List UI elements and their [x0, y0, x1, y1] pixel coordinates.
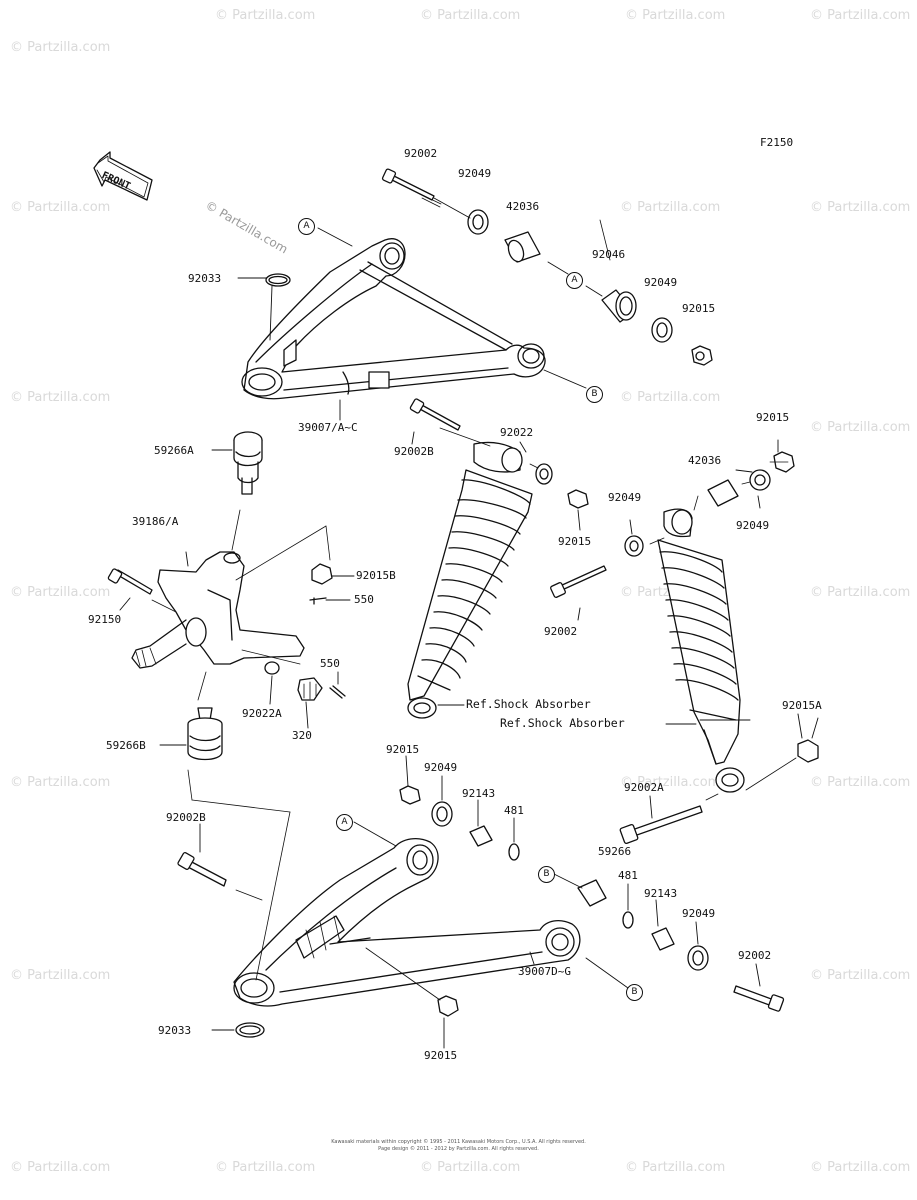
part-label: 42036 [506, 200, 540, 213]
part-label: 481 [618, 869, 638, 882]
watermark: © Partzilla.com [10, 390, 111, 405]
watermark: © Partzilla.com [810, 420, 911, 435]
watermark: © Partzilla.com [810, 200, 911, 215]
part-label: 39186/A [132, 515, 179, 528]
part-label: 92150 [88, 613, 122, 626]
footer-line: Kawasaki materials within copyright © 19… [331, 1139, 586, 1145]
part-label: 320 [292, 729, 312, 742]
part-label: 550 [320, 657, 340, 670]
watermark: © Partzilla.com [10, 1160, 111, 1175]
watermark: © Partzilla.com [810, 8, 911, 23]
watermark: © Partzilla.com [625, 8, 726, 23]
marker-a: A [336, 814, 353, 831]
shock-absorber-reference: Ref.Shock Absorber [466, 697, 591, 711]
part-label: 92049 [682, 907, 716, 920]
part-label: 92033 [188, 272, 222, 285]
figure-code: F2150 [760, 136, 794, 149]
watermark: © Partzilla.com [215, 8, 316, 23]
part-label: 550 [354, 593, 374, 606]
part-label: 42036 [688, 454, 722, 467]
marker-a: A [298, 218, 315, 235]
part-label: 92049 [644, 276, 678, 289]
part-label: 92049 [608, 491, 642, 504]
part-label: 92015 [424, 1049, 458, 1062]
upper-a-arm [241, 238, 546, 400]
part-label: 92046 [592, 248, 626, 261]
part-label: 92049 [458, 167, 492, 180]
part-label: 92049 [736, 519, 770, 532]
lower-a-arm [233, 837, 581, 1007]
part-label: 92143 [462, 787, 496, 800]
part-label: 92015 [558, 535, 592, 548]
part-label: 481 [504, 804, 524, 817]
part-label: 92033 [158, 1024, 192, 1037]
bolt-92002-top [381, 168, 442, 208]
watermark: © Partzilla.com [620, 200, 721, 215]
shock-absorber-reference: Ref.Shock Absorber [500, 716, 625, 730]
footer-line: Page design © 2011 - 2012 by Partzilla.c… [378, 1146, 539, 1152]
part-label: 92049 [424, 761, 458, 774]
ball-joint-59266a [233, 431, 263, 495]
marker-b: B [586, 386, 603, 403]
watermark: © Partzilla.com [620, 775, 721, 790]
front-arrow-icon [93, 151, 153, 201]
watermark: © Partzilla.com [810, 775, 911, 790]
marker-b: B [538, 866, 555, 883]
part-label: 92015A [782, 699, 822, 712]
watermark: © Partzilla.com [420, 1160, 521, 1175]
watermark: © Partzilla.com [10, 968, 111, 983]
part-label: 39007D~G [518, 965, 571, 978]
part-label: 92015 [682, 302, 716, 315]
part-label: 92015B [356, 569, 396, 582]
part-label: 92002A [624, 781, 664, 794]
part-label: 59266A [154, 444, 194, 457]
copyright-footer: Kawasaki materials within copyright © 19… [0, 1139, 917, 1153]
part-label: 92002 [544, 625, 578, 638]
part-label: 92143 [644, 887, 678, 900]
part-label: 92002B [166, 811, 206, 824]
part-label: 59266 [598, 845, 632, 858]
marker-b: B [626, 984, 643, 1001]
part-label: 92022 [500, 426, 534, 439]
watermark: © Partzilla.com [625, 1160, 726, 1175]
ball-joint-59266b [187, 707, 223, 761]
marker-a: A [566, 272, 583, 289]
part-label: 92002 [404, 147, 438, 160]
watermark: © Partzilla.com [10, 40, 111, 55]
watermark: © Partzilla.com [810, 1160, 911, 1175]
shock-absorber-right [657, 508, 745, 793]
part-label: 92002 [738, 949, 772, 962]
part-label: 92015 [386, 743, 420, 756]
steering-knuckle [131, 551, 305, 669]
part-label: 92022A [242, 707, 282, 720]
watermark: © Partzilla.com [215, 1160, 316, 1175]
watermark: © Partzilla.com [10, 200, 111, 215]
watermark: © Partzilla.com [10, 585, 111, 600]
shock-absorber-left [407, 441, 533, 719]
part-label: 92015 [756, 411, 790, 424]
part-label: 39007/A~C [298, 421, 358, 434]
watermark: © Partzilla.com [620, 390, 721, 405]
watermark: © Partzilla.com [10, 775, 111, 790]
part-label: 92002B [394, 445, 434, 458]
watermark: © Partzilla.com [810, 585, 911, 600]
watermark: © Partzilla.com [810, 968, 911, 983]
watermark: © Partzilla.com [420, 8, 521, 23]
part-label: 59266B [106, 739, 146, 752]
